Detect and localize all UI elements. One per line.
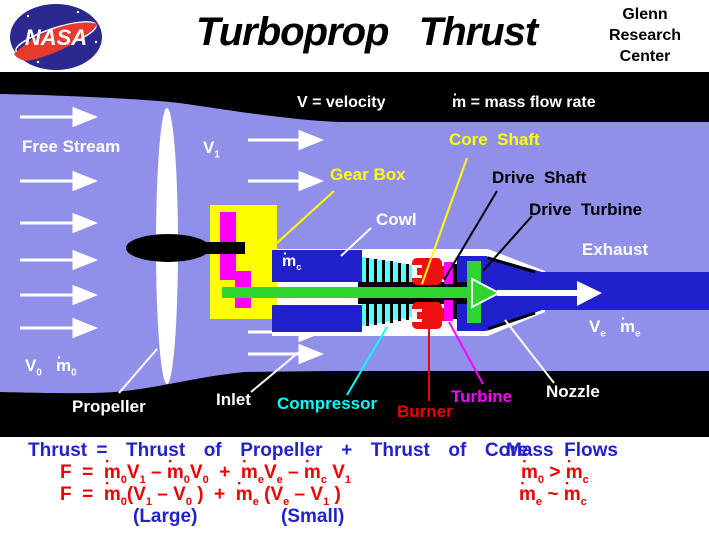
label-burner: Burner bbox=[397, 402, 453, 421]
compressor-leader bbox=[346, 326, 388, 396]
cowl-leader bbox=[340, 227, 372, 257]
label-compressor: Compressor bbox=[277, 394, 378, 413]
thrust-equation-expanded: F = m▪0V1 – m▪0V0 + m▪eVe – m▪c V1 bbox=[60, 456, 352, 486]
core-shaft-leader bbox=[421, 157, 468, 285]
label-mc: m▪c bbox=[282, 248, 302, 273]
legend-velocity: V = velocity bbox=[297, 94, 386, 111]
bottom-black-band bbox=[0, 371, 709, 437]
cowl-lower bbox=[272, 305, 362, 332]
annotation-small: (Small) bbox=[281, 506, 345, 527]
label-inlet: Inlet bbox=[216, 390, 251, 409]
nasa-logo: NASA bbox=[10, 4, 102, 70]
org-name: Glenn Research Center bbox=[590, 4, 700, 67]
top-black-band bbox=[0, 72, 709, 122]
thrust-equation-factored: F = m▪0(V1 – V0 ) + m▪e (Ve – V1 ) bbox=[60, 478, 341, 508]
spinner-hub bbox=[126, 234, 210, 262]
label-core-shaft: Core Shaft bbox=[449, 130, 540, 149]
label-turbine: Turbine bbox=[451, 387, 513, 406]
core-shaft-green bbox=[222, 287, 478, 298]
propeller-shaft bbox=[205, 242, 245, 254]
shaft-arrowhead bbox=[471, 277, 502, 309]
turbine-leader bbox=[448, 321, 484, 385]
thrust-equation-words: Thrust = Thrust of Propeller + Thrust of… bbox=[28, 440, 529, 461]
label-exhaust: Exhaust bbox=[582, 240, 649, 259]
org-line: Glenn bbox=[622, 6, 668, 23]
label-drive-turbine: Drive Turbine bbox=[529, 200, 643, 219]
nozzle-leader bbox=[504, 319, 555, 384]
mass-flow-inequality-1: m▪0 > m▪c bbox=[521, 456, 589, 486]
drive-shaft-leader bbox=[443, 190, 498, 281]
label-ve-me: Ve m▪e bbox=[589, 312, 641, 340]
inlet-leader bbox=[250, 351, 300, 393]
page-title: Turboprop Thrust bbox=[196, 10, 538, 54]
mass-flow-inequality-2: m▪e ~ m▪c bbox=[519, 478, 587, 508]
free-stream-arrows bbox=[20, 106, 99, 339]
label-gear-box: Gear Box bbox=[330, 165, 406, 184]
nasa-logo-text: NASA bbox=[25, 25, 87, 50]
mass-flows-heading: Mass Flows bbox=[506, 440, 618, 461]
label-v1: V1 bbox=[203, 138, 220, 161]
exhaust-arrow bbox=[497, 281, 602, 306]
nozzle-lower-edge bbox=[487, 311, 536, 331]
label-free-stream: Free Stream bbox=[22, 137, 121, 156]
label-cowl: Cowl bbox=[376, 210, 417, 229]
drive-turbine-leader bbox=[482, 215, 533, 272]
propeller-leader bbox=[118, 348, 158, 394]
org-line: Center bbox=[619, 48, 671, 65]
compressor-stage bbox=[362, 257, 412, 326]
casing-bar-lower bbox=[358, 298, 480, 304]
nozzle-upper-edge bbox=[487, 256, 536, 274]
label-propeller: Propeller bbox=[72, 397, 146, 416]
legend-mass-flow: m▪ = mass flow rate bbox=[452, 89, 596, 111]
label-v0-m0: V0 m▪0 bbox=[25, 351, 77, 379]
label-drive-shaft: Drive Shaft bbox=[492, 168, 587, 187]
cowl-upper bbox=[272, 250, 362, 282]
leader-lines bbox=[118, 157, 555, 401]
org-line: Research bbox=[608, 27, 682, 44]
label-nozzle: Nozzle bbox=[546, 382, 600, 401]
gearbox-leader bbox=[276, 190, 335, 244]
annotation-large: (Large) bbox=[133, 506, 198, 527]
